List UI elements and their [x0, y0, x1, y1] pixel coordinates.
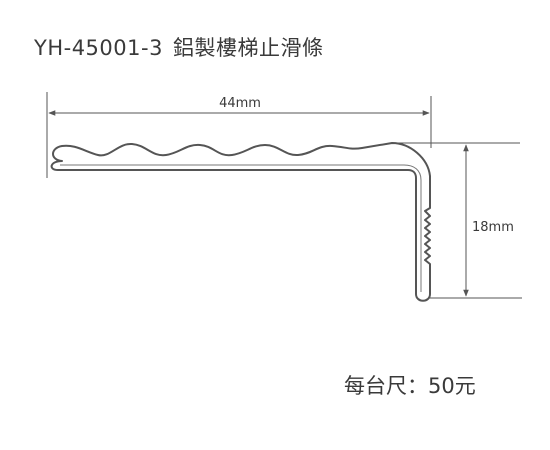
height-label: 18mm: [472, 220, 514, 235]
width-label: 44mm: [219, 96, 261, 111]
nosing-profile: [50, 142, 431, 302]
model-number: YH-45001-3: [34, 36, 163, 60]
product-title: YH-45001-3 鋁製樓梯止滑條: [34, 32, 323, 62]
product-name: 鋁製樓梯止滑條: [172, 36, 324, 60]
nosing-profile-inner: [60, 164, 422, 292]
price-label: 每台尺：50元: [344, 374, 476, 398]
